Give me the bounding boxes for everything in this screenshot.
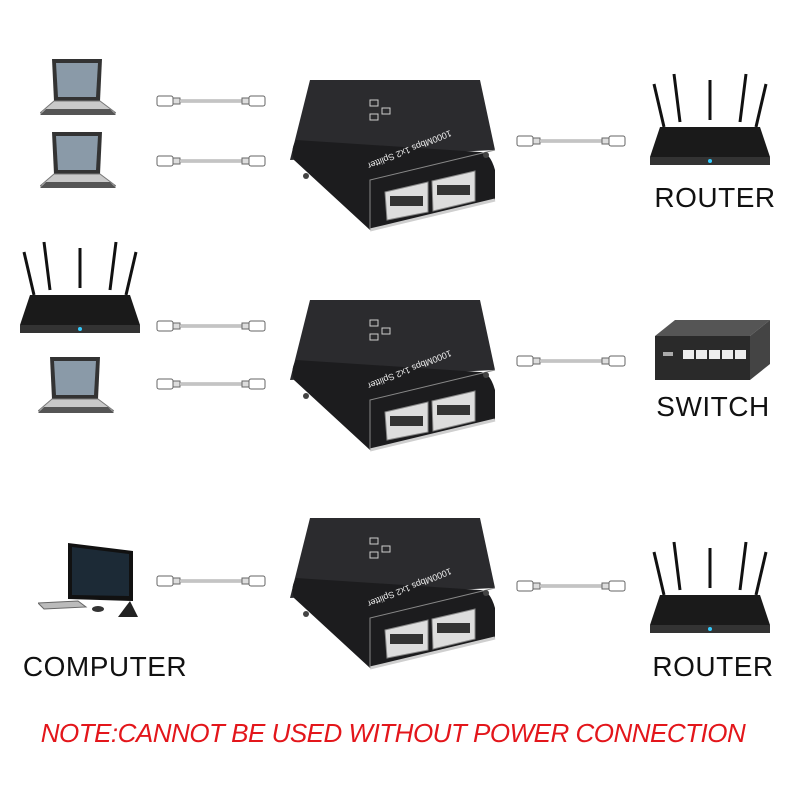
computer-label: COMPUTER: [22, 651, 188, 682]
network-splitter: 1000Mbps 1x2 Splitter: [290, 518, 500, 673]
ethernet-cable: [155, 315, 267, 337]
laptop-icon: [36, 355, 116, 415]
ethernet-cable: [155, 570, 267, 592]
ethernet-cable: [515, 350, 627, 372]
ethernet-cable: [515, 575, 627, 597]
computer-icon: [36, 543, 138, 619]
network-splitter: 1000Mbps 1x2 Splitter: [290, 300, 500, 455]
switch-icon: [655, 320, 770, 382]
laptop-icon: [38, 57, 118, 117]
power-note: NOTE:CANNOT BE USED WITHOUT POWER CONNEC…: [40, 718, 746, 748]
ethernet-cable: [155, 373, 267, 395]
ethernet-cable: [155, 90, 267, 112]
network-splitter: 1000Mbps 1x2 Splitter: [290, 80, 500, 235]
router-label-2: ROUTER: [652, 651, 774, 682]
router-icon: [20, 240, 140, 335]
router-label-1: ROUTER: [654, 182, 776, 213]
switch-label: SWITCH: [656, 391, 770, 422]
ethernet-cable: [515, 130, 627, 152]
router-icon: [650, 72, 770, 167]
laptop-icon: [38, 130, 118, 190]
router-icon: [650, 540, 770, 635]
ethernet-cable: [155, 150, 267, 172]
